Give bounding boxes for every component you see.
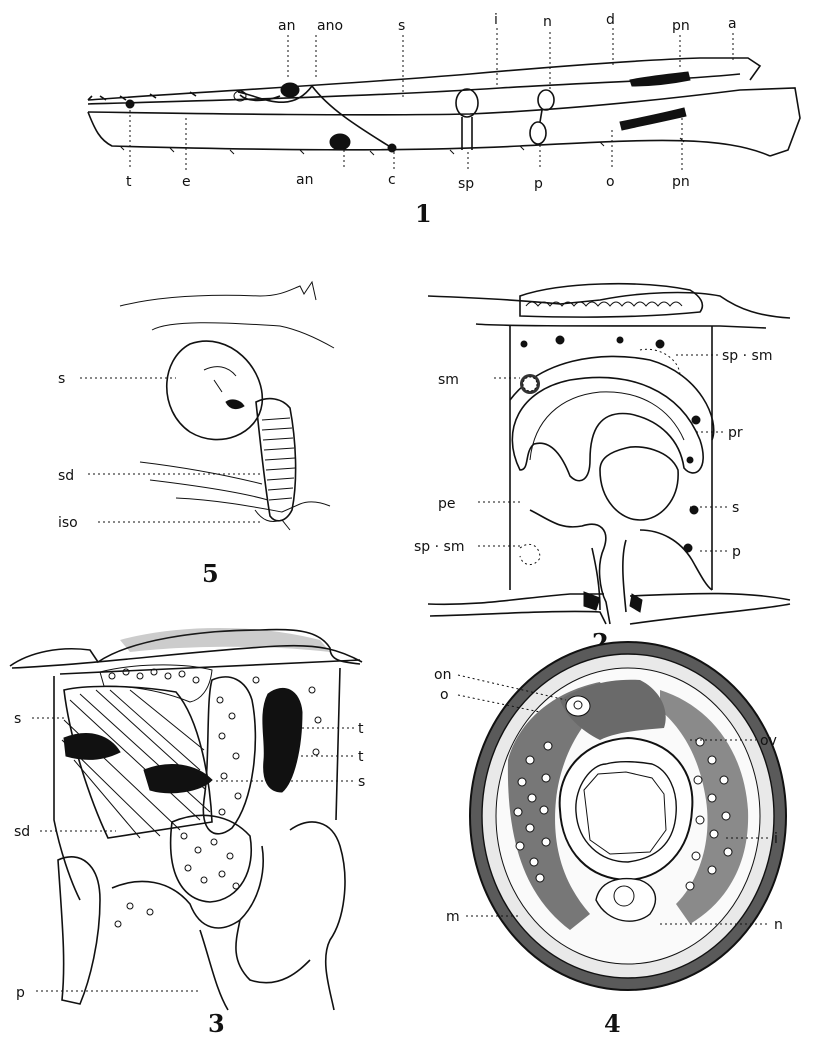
fig2-label-sm: sm [438,372,459,388]
fig5-label-sd: sd [58,468,74,484]
fig3-label-t-upper: t [358,721,364,737]
fig2-label-p: p [732,544,741,560]
fig1-label-s: s [398,18,405,34]
fig1-label-n: n [543,14,552,30]
fig3-label-p: p [16,985,25,1001]
fig2-label-pe: pe [438,496,456,512]
fig4-label-ov: ov [760,733,777,749]
figure-2-drawing [428,284,790,624]
fig5-label-s: s [58,371,65,387]
fig2-label-pr: pr [728,425,743,441]
fig4-label-m: m [446,909,460,925]
fig1-label-d: d [606,12,615,28]
figure-1-number: 1 [415,199,432,228]
fig4-label-o: o [440,687,449,703]
fig1-label-pn-top: pn [672,18,690,34]
fig3-label-t-lower: t [358,749,364,765]
fig5-label-iso: iso [58,515,78,531]
figure-5-number: 5 [202,559,219,588]
fig1-label-a: a [728,16,737,32]
fig1-label-t: t [126,174,132,190]
fig4-label-i: i [774,831,778,847]
fig3-label-s-right: s [358,774,365,790]
fig1-label-c: c [388,172,396,188]
figure-3-drawing [10,628,362,1010]
fig3-label-sd: sd [14,824,30,840]
figure-3-number: 3 [208,1009,225,1038]
fig4-label-on: on [434,667,451,683]
fig1-label-sp: sp [458,176,474,192]
fig4-label-n: n [774,917,783,933]
fig2-label-sp-sm-bottom: sp · sm [414,539,464,555]
fig2-label-sp-sm-top: sp · sm [722,348,772,364]
fig1-label-ano: ano [317,18,343,34]
fig1-label-an: an [278,18,295,34]
fig1-label-e: e [182,174,191,190]
fig1-label-an-bottom: an [296,172,313,188]
figure-5-drawing [120,282,334,530]
fig1-label-i: i [494,12,498,28]
figure-1-drawing [88,58,800,156]
fig3-label-s-left: s [14,711,21,727]
fig1-label-pn-bottom: pn [672,174,690,190]
fig1-label-o: o [606,174,615,190]
fig2-label-s: s [732,500,739,516]
fig1-label-p: p [534,176,543,192]
figure-4-number: 4 [604,1009,621,1038]
